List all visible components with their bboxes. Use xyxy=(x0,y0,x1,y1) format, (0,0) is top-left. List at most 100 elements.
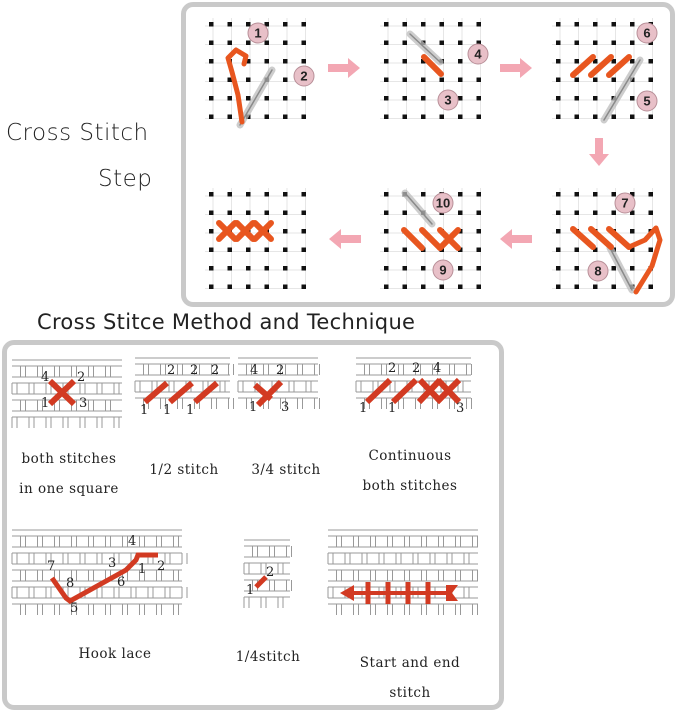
grid-hole xyxy=(402,210,407,215)
grid-hole xyxy=(556,210,561,215)
grid-hole xyxy=(476,22,481,27)
step-5-stitch-a xyxy=(401,227,425,251)
grid-hole xyxy=(264,192,269,197)
grid-hole xyxy=(421,22,426,27)
corner-number-label: 2 xyxy=(190,363,198,378)
grid-hole xyxy=(476,266,481,271)
grid-hole xyxy=(227,77,232,82)
grid-hole xyxy=(246,247,251,252)
caption-hook: Hook lace xyxy=(78,646,152,662)
grid-hole xyxy=(439,22,444,27)
step-3-grid: 65 xyxy=(552,18,658,124)
corner-number-label: 2 xyxy=(266,565,274,580)
grid-hole xyxy=(301,210,306,215)
step-badge-number: 6 xyxy=(643,26,650,41)
corner-number-label: 1 xyxy=(140,403,148,418)
half-stitch-a xyxy=(143,380,169,405)
grid-hole xyxy=(556,96,561,101)
grid-hole xyxy=(630,114,635,119)
weave-start-end xyxy=(327,529,478,615)
grid-hole xyxy=(384,247,389,252)
grid-hole xyxy=(630,77,635,82)
heading-line1: Cross Stitch xyxy=(6,120,149,146)
grid-hole xyxy=(209,77,214,82)
needle xyxy=(409,33,441,63)
grid-hole xyxy=(264,114,269,119)
corner-number-label: 4 xyxy=(128,534,136,549)
grid-hole xyxy=(593,284,598,289)
grid-hole xyxy=(301,114,306,119)
arrow-step3-to-step4 xyxy=(589,138,609,166)
corner-number-label: 3 xyxy=(108,556,116,571)
grid-hole xyxy=(227,210,232,215)
step-badge-number: 7 xyxy=(621,196,628,211)
corner-number-label: 4 xyxy=(250,363,258,378)
start-end-arrowhead xyxy=(340,585,354,601)
corner-number-label: 7 xyxy=(47,559,55,574)
start-end-tail xyxy=(446,585,458,601)
grid-hole xyxy=(574,96,579,101)
grid-hole xyxy=(476,284,481,289)
grid-hole xyxy=(402,284,407,289)
step-1-thread xyxy=(225,47,249,125)
grid-hole xyxy=(209,247,214,252)
grid-hole xyxy=(556,192,561,197)
grid-hole xyxy=(556,247,561,252)
grid-hole xyxy=(301,192,306,197)
grid-hole xyxy=(611,77,616,82)
step-badge-number: 5 xyxy=(643,94,650,109)
grid-hole xyxy=(574,284,579,289)
grid-hole xyxy=(556,266,561,271)
corner-number-label: 1 xyxy=(41,396,49,411)
grid-hole xyxy=(458,96,463,101)
grid-hole xyxy=(402,40,407,45)
grid-hole xyxy=(476,77,481,82)
caption-both-line1: both stitches xyxy=(21,451,117,467)
step-badge-number: 2 xyxy=(300,69,307,84)
three-quarter-stitch-b xyxy=(255,379,284,408)
grid-hole xyxy=(384,40,389,45)
grid-hole xyxy=(246,192,251,197)
grid-hole xyxy=(209,192,214,197)
grid-hole xyxy=(458,59,463,64)
half-stitch-c xyxy=(193,380,219,405)
corner-number-label: 1 xyxy=(163,403,171,418)
step-2-grid: 43 xyxy=(380,18,489,119)
grid-hole xyxy=(209,40,214,45)
continuous-stitch-f xyxy=(435,377,462,405)
grid-hole xyxy=(611,266,616,271)
step-badge-number: 10 xyxy=(436,196,450,211)
step-badge-circle xyxy=(636,90,658,112)
grid-hole xyxy=(301,247,306,252)
grid-hole xyxy=(648,192,653,197)
step-6-cross-2-b xyxy=(252,220,274,242)
grid-hole xyxy=(648,210,653,215)
grid-hole xyxy=(209,114,214,119)
both-stitch-b xyxy=(47,378,77,407)
corner-number-label: 2 xyxy=(211,363,219,378)
corner-number-label: 2 xyxy=(157,559,165,574)
grid-hole xyxy=(301,22,306,27)
step-badge-circle xyxy=(432,259,454,281)
grid-hole xyxy=(574,192,579,197)
corner-number-label: 2 xyxy=(412,361,420,376)
grid-hole xyxy=(476,192,481,197)
grid-hole xyxy=(458,192,463,197)
grid-hole xyxy=(384,77,389,82)
grid-hole xyxy=(421,284,426,289)
caption-continuous-line2: both stitches xyxy=(362,478,458,494)
grid-hole xyxy=(283,96,288,101)
caption-both-line2: in one square xyxy=(19,481,119,497)
grid-hole xyxy=(402,96,407,101)
grid-hole xyxy=(648,59,653,64)
grid-hole xyxy=(574,77,579,82)
step-4-stitch-c xyxy=(606,226,632,250)
grid-hole xyxy=(593,40,598,45)
corner-number-label: 2 xyxy=(167,363,175,378)
grid-hole xyxy=(458,266,463,271)
grid-hole xyxy=(209,210,214,215)
